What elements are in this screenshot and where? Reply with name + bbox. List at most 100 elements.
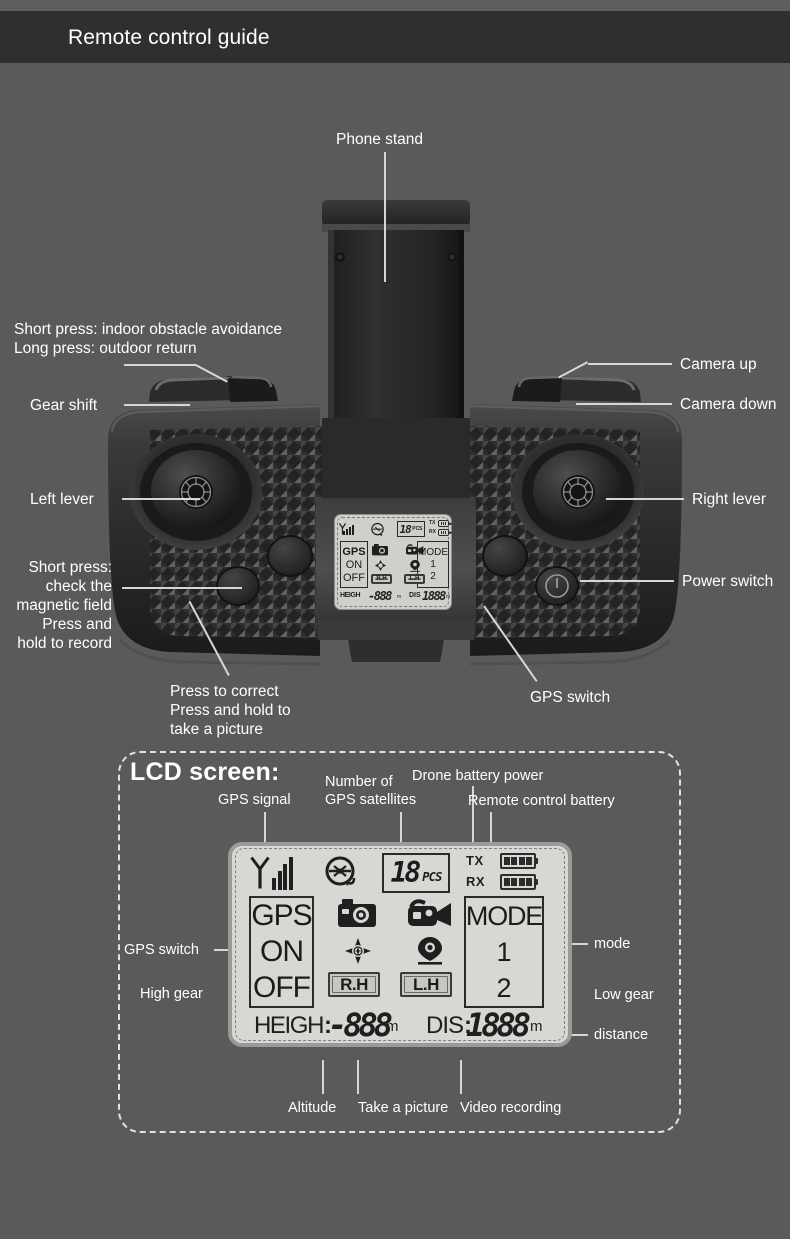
label-take-a-picture: Take a picture — [358, 1100, 449, 1116]
label-low-gear: Low gear — [594, 987, 654, 1003]
gps-signal-bars-icon — [272, 856, 293, 890]
distance-value: 1888 — [466, 1006, 531, 1044]
gear-shift-button-graphic — [149, 375, 278, 402]
lcd-screen-detail: 18 PCS TX RX GPS ON OFF MODE 1 2 — [228, 842, 572, 1047]
leader-camera-up-h — [588, 363, 672, 365]
mini-dis-value: 1888 — [422, 589, 446, 603]
callout-camera-up: Camera up — [680, 356, 757, 373]
magnetic-record-button-graphic — [216, 566, 260, 606]
mini-location-pin-icon — [410, 560, 420, 572]
label-distance: distance — [594, 1027, 649, 1043]
mini-dis-unit: m — [446, 594, 451, 600]
leader-mode — [560, 943, 588, 945]
distance-label: DIS — [426, 1012, 464, 1039]
label-high-gear: High gear — [140, 986, 203, 1002]
mini-dis-label: DIS — [409, 592, 421, 599]
leader-right-lever — [606, 498, 684, 500]
rx-label: RX — [466, 874, 486, 889]
mini-rh-tag: R.H — [371, 574, 392, 584]
mini-satellite-count: 18 — [399, 522, 411, 536]
leader-video-recording — [460, 1060, 462, 1094]
left-lever-graphic — [130, 434, 262, 550]
satellite-count-unit: PCS — [422, 870, 442, 884]
label-altitude: Altitude — [288, 1100, 337, 1116]
label-number-of-gps-satellites: Number of GPS satellites — [325, 774, 417, 808]
leader-camera-down — [576, 403, 672, 405]
height-value: -888 — [328, 1006, 393, 1044]
callout-short-press-obstacle: Short press: indoor obstacle avoidance — [14, 321, 282, 338]
mini-tx-battery-icon — [438, 520, 449, 527]
lcd-inner-border — [235, 848, 565, 1041]
mini-gps-title: GPS — [342, 545, 366, 558]
right-lever-graphic — [512, 434, 644, 550]
callout-left-lever: Left lever — [30, 491, 94, 508]
photo-camera-icon — [338, 899, 376, 927]
header-underline — [0, 63, 790, 69]
mini-rx-label: RX — [429, 529, 436, 535]
mini-compass-icon — [375, 560, 386, 571]
gps-off-label: OFF — [253, 971, 311, 1004]
callout-phone-stand: Phone stand — [336, 131, 424, 148]
page-header: Remote control guide — [0, 11, 790, 63]
gps-title: GPS — [251, 899, 312, 932]
leader-left-lever — [122, 498, 200, 500]
callout-long-press-return: Long press: outdoor return — [14, 340, 197, 357]
phone-stand-graphic — [322, 200, 470, 440]
tx-label: TX — [466, 853, 484, 868]
callout-right-lever: Right lever — [692, 491, 767, 508]
callout-press-to-correct: Press to correct Press and hold to take … — [170, 683, 291, 738]
mode-option-2: 2 — [496, 973, 512, 1003]
mode-option-1: 1 — [496, 937, 512, 967]
drone-satellite-icon — [325, 856, 356, 886]
label-mode: mode — [594, 936, 631, 952]
mini-height-value: -888 — [368, 589, 392, 603]
mini-mode-2: 2 — [430, 571, 436, 582]
mini-mode-1: 1 — [430, 559, 436, 570]
mini-lh-tag: L.H — [404, 574, 425, 584]
leader-take-picture — [357, 1060, 359, 1094]
mini-rx-battery-icon — [438, 529, 449, 536]
mini-antenna-icon — [339, 523, 346, 535]
right-hand-tag-label: R.H — [340, 974, 368, 994]
mini-signal-bars-icon — [343, 524, 354, 535]
height-unit: m — [386, 1018, 399, 1035]
location-pin-icon — [418, 937, 442, 965]
leader-power-switch — [580, 580, 674, 582]
lcd-detail-panel — [118, 751, 681, 1133]
rx-battery-icon — [500, 874, 536, 890]
video-camera-icon — [408, 899, 451, 926]
compass-icon — [345, 938, 371, 964]
leader-drone-battery — [472, 786, 474, 866]
mini-drone-icon — [371, 522, 384, 537]
mini-gps-off: OFF — [343, 571, 365, 584]
leader-magnetic — [122, 587, 242, 589]
mini-lh-tag-label: L.H — [409, 576, 420, 582]
mini-gps-box: GPS ON OFF — [340, 541, 368, 588]
mini-gps-on: ON — [345, 558, 363, 571]
leader-gear-shift — [124, 404, 190, 406]
controller-lcd-screen: 18 PCS TX RX GPS ON OFF MODE 1 2 — [334, 514, 452, 610]
power-switch-button-graphic — [535, 566, 579, 606]
mini-tx-label: TX — [429, 520, 436, 526]
mode-box: MODE 1 2 — [464, 896, 544, 1008]
mode-title: MODE — [465, 901, 543, 931]
right-hand-tag: R.H — [328, 972, 380, 997]
camera-tilt-buttons-graphic — [512, 375, 641, 402]
gps-on-label: ON — [260, 935, 304, 968]
gps-switch-box: GPS ON OFF — [249, 896, 314, 1008]
satellite-count-value: 18 — [390, 856, 422, 889]
callout-short-press-magnetic: Short press: check the magnetic field Pr… — [16, 559, 112, 652]
distance-colon: : — [464, 1012, 472, 1039]
height-label: HEIGH — [254, 1012, 324, 1039]
mini-rh-tag-label: R.H — [376, 576, 387, 582]
leader-altitude — [322, 1060, 324, 1094]
callout-camera-down: Camera down — [680, 396, 777, 413]
callout-power-switch: Power switch — [682, 573, 774, 590]
mini-video-camera-icon — [406, 544, 424, 556]
leader-obstacle-h — [124, 364, 196, 366]
leader-phone-stand — [384, 152, 386, 282]
label-gps-signal: GPS signal — [218, 792, 291, 808]
label-remote-control-battery: Remote control battery — [468, 793, 615, 809]
antenna-icon — [250, 856, 270, 889]
